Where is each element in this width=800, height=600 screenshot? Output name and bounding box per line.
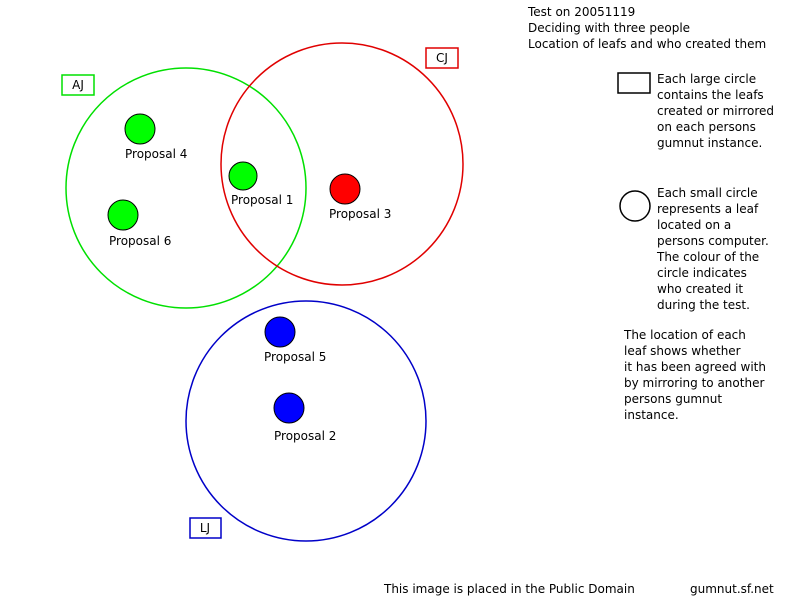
header-line-3: Location of leafs and who created them	[528, 37, 767, 51]
proposal-1-leaf: Proposal 1	[228, 161, 293, 207]
lj-label: LJ	[200, 521, 210, 535]
legend-location-text: The location of each leaf shows whether …	[624, 328, 766, 422]
cj-label-box: CJ	[425, 47, 459, 69]
aj-label-box: AJ	[61, 74, 95, 96]
aj-group-circle	[65, 67, 307, 309]
legend-large-circle-symbol	[617, 72, 651, 94]
lj-group-circle	[185, 300, 427, 542]
proposal-4-leaf: Proposal 4	[124, 113, 187, 161]
legend-large-circle-text: Each large circle contains the leafs cre…	[657, 72, 775, 150]
proposal-1-label: Proposal 1	[231, 193, 293, 207]
proposal-6-label: Proposal 6	[109, 234, 171, 248]
footer-site: gumnut.sf.net	[690, 582, 774, 596]
proposal-2-label: Proposal 2	[274, 429, 336, 443]
proposal-3-leaf: Proposal 3	[329, 173, 391, 221]
proposal-3-label: Proposal 3	[329, 207, 391, 221]
header-line-1: Test on 20051119	[528, 5, 636, 19]
proposal-5-leaf: Proposal 5	[264, 316, 326, 364]
proposal-6-leaf: Proposal 6	[107, 199, 171, 248]
header-line-2: Deciding with three people	[528, 21, 691, 35]
aj-label: AJ	[72, 78, 84, 92]
proposal-4-label: Proposal 4	[125, 147, 187, 161]
lj-label-box: LJ	[189, 517, 222, 539]
header: Test on 20051119 Deciding with three peo…	[528, 4, 766, 52]
proposal-2-leaf: Proposal 2	[273, 392, 336, 443]
proposal-5-label: Proposal 5	[264, 350, 326, 364]
footer-license: This image is placed in the Public Domai…	[384, 582, 635, 596]
cj-group-circle	[220, 42, 464, 286]
legend-small-circle-symbol	[619, 190, 651, 222]
legend-small-circle-text: Each small circle represents a leaf loca…	[657, 186, 769, 312]
cj-label: CJ	[436, 51, 448, 65]
